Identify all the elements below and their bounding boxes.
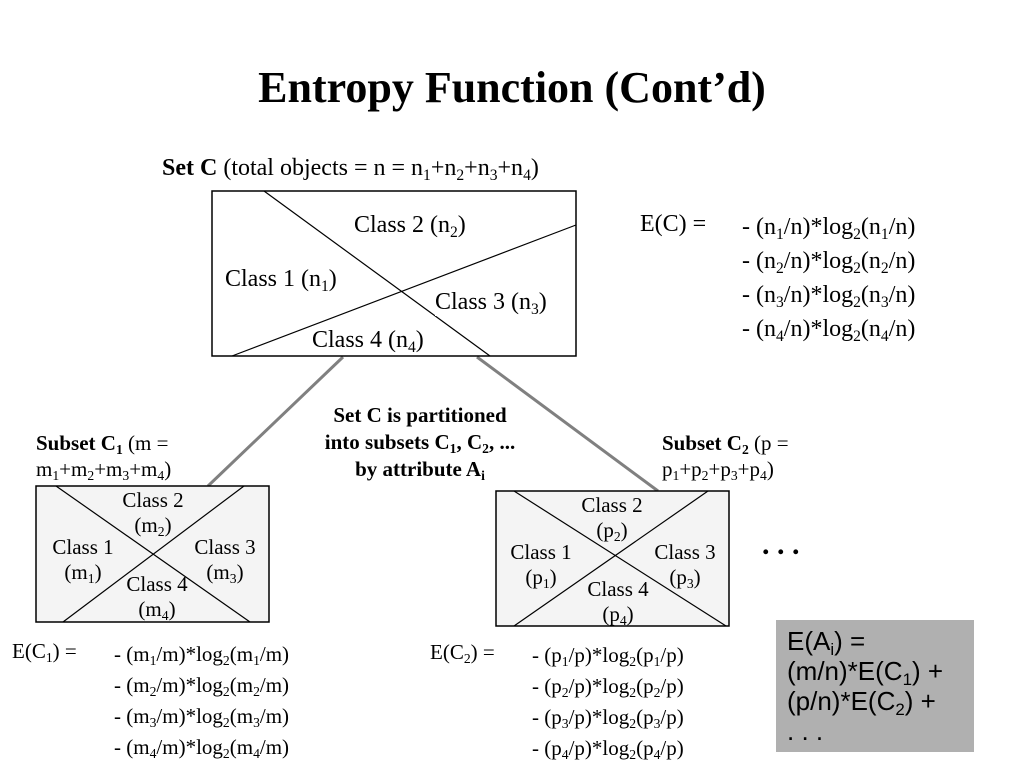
set-c-label: Set C	[162, 155, 218, 181]
page-title: Entropy Function (Cont’d)	[258, 63, 766, 112]
subset-c1-header: Subset C1 (m = m1+m2+m3+m4)	[36, 430, 171, 482]
set-c-desc-tail: )	[530, 155, 539, 181]
subset-c2-header: Subset C2 (p = p1+p2+p3+p4)	[662, 430, 789, 482]
eai-line-4: . . .	[787, 716, 824, 746]
ellipsis: . . .	[762, 528, 800, 561]
ec1-term-1: - (m1/m)*log2(m1/m)	[114, 642, 290, 669]
subset-c1-class-4: Class 4(m4)	[126, 572, 188, 624]
subset-c2-sum: p1+p2+p3+p4)	[662, 457, 774, 484]
ec2-term-2: - (p2/p)*log2(p2/p)	[532, 674, 684, 701]
subset-c1-class-3: Class 3(m3)	[194, 535, 256, 587]
ec-lhs: E(C) =	[640, 211, 707, 237]
ec-term-2: - (n2/n)*log2(n2/n)	[742, 248, 916, 277]
set-c-class-4: Class 4 (n4)	[312, 326, 424, 356]
partition-note-line3: by attribute Ai	[355, 457, 485, 484]
ec-term-1: - (n1/n)*log2(n1/n)	[742, 214, 916, 243]
set-c-class-2: Class 2 (n2)	[354, 211, 466, 241]
ec2-lhs: E(C2) =	[430, 640, 495, 667]
subset-c1-sum: m1+m2+m3+m4)	[36, 457, 172, 484]
ec2-term-1: - (p1/p)*log2(p1/p)	[532, 643, 684, 670]
ec1-terms: - (m1/m)*log2(m1/m) - (m2/m)*log2(m2/m) …	[114, 639, 289, 763]
subset-c2-class-2: Class 2(p2)	[581, 493, 643, 545]
ec-terms: - (n1/n)*log2(n1/n) - (n2/n)*log2(n2/n) …	[742, 210, 915, 346]
ec2-terms: - (p1/p)*log2(p1/p) - (p2/p)*log2(p2/p) …	[532, 640, 684, 764]
eai-box: E(Ai) = (m/n)*E(C1) + (p/n)*E(C2) + . . …	[776, 620, 974, 752]
ec1-term-4: - (m4/m)*log2(m4/m)	[114, 735, 290, 762]
subset-c1-class-1: Class 1(m1)	[52, 535, 114, 587]
subset-c2-class-1: Class 1(p1)	[510, 540, 572, 592]
partition-note-line1: Set C is partitioned	[333, 403, 507, 427]
ec1-term-3: - (m3/m)*log2(m3/m)	[114, 704, 290, 731]
partition-note: Set C is partitioned into subsets C1, C2…	[290, 402, 550, 483]
subset-c1-label: Subset C1	[36, 431, 123, 458]
ec1-term-2: - (m2/m)*log2(m2/m)	[114, 673, 290, 700]
subset-c2-class-3: Class 3(p3)	[654, 540, 716, 592]
set-c-class-3: Class 3 (n3)	[435, 288, 547, 318]
ec-term-3: - (n3/n)*log2(n3/n)	[742, 282, 916, 311]
ec1-lhs: E(C1) =	[12, 639, 77, 666]
set-c-header: Set C (total objects = n = n1+n2+n3+n4)	[162, 154, 539, 184]
eai-line-2: (m/n)*E(C1) +	[787, 656, 944, 690]
set-c-class-1: Class 1 (n1)	[225, 265, 337, 295]
ec2-term-4: - (p4/p)*log2(p4/p)	[532, 736, 684, 763]
subset-c1-class-2: Class 2(m2)	[122, 488, 184, 540]
subset-c2-label: Subset C2	[662, 431, 749, 458]
eai-line-3: (p/n)*E(C2) +	[787, 686, 936, 720]
subset-c1-desc: (m =	[128, 431, 169, 455]
set-c-desc: (total objects = n = n1+n2+n3+n4)	[223, 155, 539, 184]
subset-c2-class-4: Class 4(p4)	[587, 577, 649, 629]
ec2-term-3: - (p3/p)*log2(p3/p)	[532, 705, 684, 732]
eai-line-1: E(Ai) =	[787, 626, 866, 660]
partition-note-line2: into subsets C1, C2, ...	[324, 430, 516, 457]
ec-term-4: - (n4/n)*log2(n4/n)	[742, 316, 916, 345]
set-c-desc-prefix: (total objects = n = n	[223, 155, 424, 181]
subset-c2-desc: (p =	[754, 431, 789, 455]
